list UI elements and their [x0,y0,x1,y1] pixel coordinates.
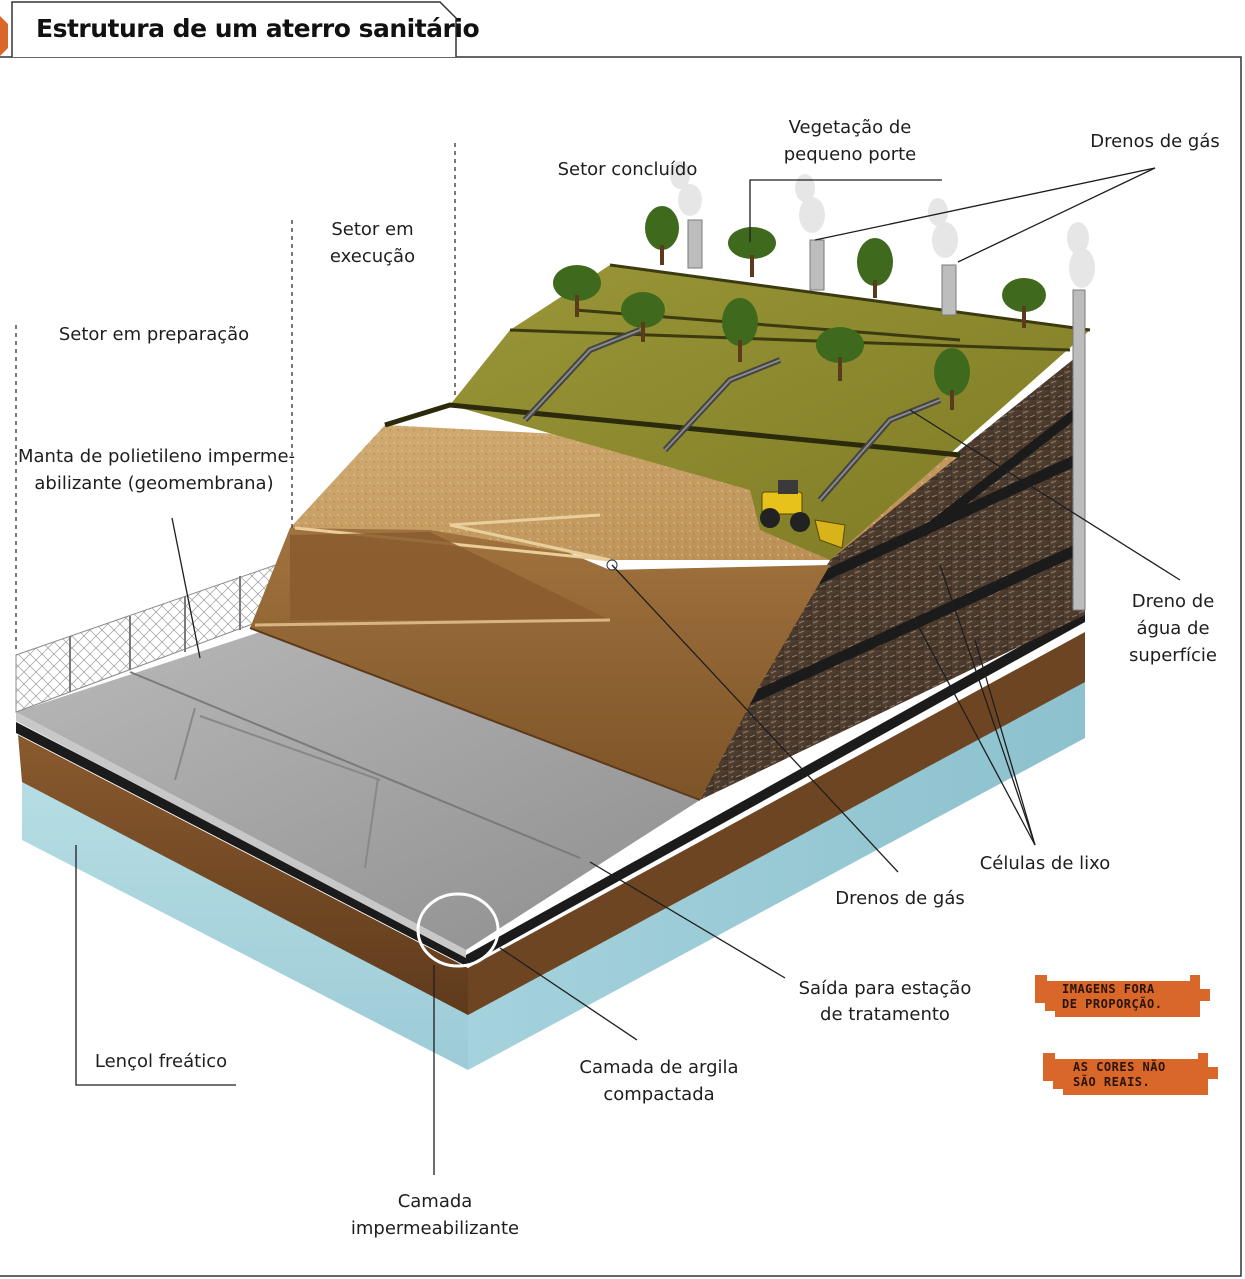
liner-highlight-circle [416,892,500,968]
label-surface-drain-line2: água de [1136,618,1210,639]
label-treatment-outlet-line2: de tratamento [820,1004,950,1025]
badge-colors-not-real-line1: AS CORES NÃO [1073,1060,1166,1074]
label-surface-drain-line1: Dreno de [1131,591,1215,612]
label-completed-sector: Setor concluído [557,159,698,180]
label-surface-drain-line3: superfície [1129,645,1217,666]
label-execution-sector-line2: execução [329,246,416,267]
badge-out-of-proportion-line1: IMAGENS FORA [1062,982,1155,996]
concrete-edge [16,712,466,958]
liner-side [466,610,1085,966]
label-waterproof-layer-line1: Camada [397,1191,473,1212]
label-water-table: Lençol freático [94,1051,228,1072]
badge-colors-not-real-line2: SÃO REAIS. [1073,1075,1151,1089]
diagram-title: Estrutura de um aterro sanitário [36,14,480,43]
label-small-vegetation-line1: Vegetação de [788,117,912,138]
concrete-base [16,632,700,950]
soil-side [468,632,1085,1015]
badge-out-of-proportion-line2: DE PROPORÇÃO. [1062,997,1163,1011]
water-table-front [22,780,468,1070]
leader-lines [75,167,1181,1175]
badge-colors-not-real [1043,1053,1218,1095]
label-preparation-sector: Setor em preparação [58,324,250,345]
label-geomembrane-line1: Manta de polietileno imperme- [18,446,296,467]
title-accent-mark [0,16,8,56]
gas-vent-pipes [670,161,1095,611]
badge-out-of-proportion [1035,975,1210,1017]
label-waste-cells: Células de lixo [979,853,1111,874]
label-execution-sector-line1: Setor em [331,219,414,240]
sector-dividers [15,143,456,650]
label-gas-drains-middle: Drenos de gás [835,888,965,909]
liner-front [16,722,466,966]
label-waterproof-layer-line2: impermeabilizante [350,1218,520,1239]
bulldozer [760,480,846,549]
water-table-side [468,680,1085,1070]
label-compacted-clay-line1: Camada de argila [579,1057,739,1078]
soil-front [18,735,468,1015]
label-geomembrane-line2: abilizante (geomembrana) [34,473,274,494]
label-gas-drains-top: Drenos de gás [1090,131,1220,152]
trees [553,206,1046,410]
label-treatment-outlet-line1: Saída para estação [798,978,972,999]
label-compacted-clay-line2: compactada [603,1084,715,1105]
label-small-vegetation-line2: pequeno porte [783,144,917,165]
waste-cells-side [700,350,1085,800]
